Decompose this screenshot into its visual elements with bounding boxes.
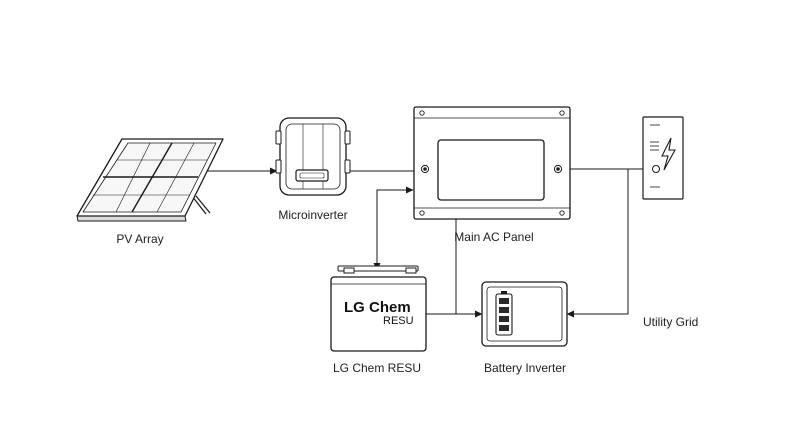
panel-bolt-core <box>556 167 560 171</box>
microinverter-display-inner <box>299 172 325 179</box>
panel-screw <box>419 110 425 116</box>
battery-icon-level <box>499 298 509 304</box>
main-ac-panel-device <box>413 106 571 220</box>
connection-lines <box>196 167 655 318</box>
lightning-icon <box>661 137 676 171</box>
microinverter-device <box>275 117 351 196</box>
battery-brand-line2: RESU <box>383 315 414 327</box>
panel-bolt <box>420 164 430 174</box>
battery-icon-level <box>499 316 509 322</box>
lg-chem-battery-device: LG Chem RESU <box>330 265 427 352</box>
utility-grid-label: Utility Grid <box>643 315 699 329</box>
panel-screw <box>559 210 565 216</box>
main-ac-panel-label: Main AC Panel <box>454 230 534 244</box>
microinverter-body <box>279 117 347 196</box>
line-panel-to-lg-chem <box>373 186 414 271</box>
panel-window <box>437 139 545 201</box>
battery-inverter-device <box>481 281 568 347</box>
panel-bolt-core <box>423 167 427 171</box>
pv-cell-line <box>156 142 195 213</box>
grid-meter-port <box>652 165 660 173</box>
utility-grid-device <box>642 116 684 200</box>
panel-screw <box>419 210 425 216</box>
pv-stand-leg <box>195 195 211 214</box>
panel-enclosure <box>413 106 571 220</box>
microinverter-inner <box>285 123 341 190</box>
battery-icon <box>495 293 513 336</box>
battery-body <box>330 276 427 352</box>
battery-brand-line1: LG Chem <box>344 299 411 316</box>
battery-icon-level <box>499 325 509 331</box>
microinverter-tab <box>275 130 282 145</box>
battery-inverter-body <box>481 281 568 347</box>
battery-terminal <box>343 267 355 274</box>
microinverter-display <box>295 169 329 182</box>
pv-panel-edge <box>76 215 187 222</box>
lg-chem-resu-label: LG Chem RESU <box>332 361 422 375</box>
pv-stand-leg <box>191 195 207 215</box>
pv-cell-line <box>115 142 151 213</box>
grid-meter-body <box>642 116 684 200</box>
battery-lid <box>337 265 419 272</box>
panel-bolt <box>553 164 563 174</box>
pv-array <box>76 138 224 222</box>
battery-terminal <box>405 267 417 274</box>
battery-inverter-label: Battery Inverter <box>483 361 567 375</box>
battery-icon-level <box>499 307 509 313</box>
microinverter-tab <box>275 159 282 174</box>
line-grid-to-battery-inverter <box>566 169 629 318</box>
microinverter-tab <box>344 159 351 174</box>
microinverter-tab <box>344 130 351 145</box>
battery-icon-cap <box>501 291 507 294</box>
pv-cell-line <box>131 142 173 213</box>
panel-screw <box>559 110 565 116</box>
battery-inverter-panel <box>486 286 563 342</box>
pv-array-label: PV Array <box>116 232 164 246</box>
microinverter-label: Microinverter <box>278 208 348 222</box>
